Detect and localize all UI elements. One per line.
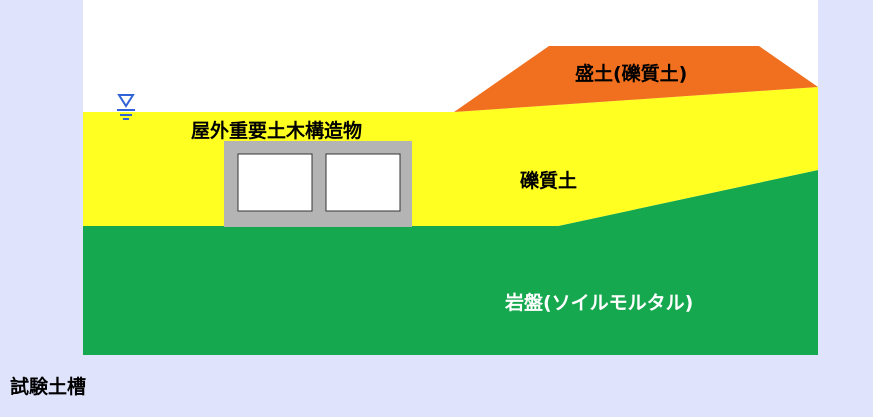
bedrock-layer xyxy=(83,170,818,355)
structure-label: 屋外重要土木構造物 xyxy=(191,119,362,142)
embankment-label: 盛土(礫質土) xyxy=(575,62,687,85)
soil-tank-label: 試験土槽 xyxy=(10,375,86,398)
culvert-cell-right xyxy=(325,153,401,212)
bedrock-label: 岩盤(ソイルモルタル) xyxy=(504,291,693,314)
gravel-soil-label: 礫質土 xyxy=(520,169,577,192)
box-culvert-structure xyxy=(224,141,412,227)
culvert-cell-left xyxy=(237,153,313,212)
embankment-layer xyxy=(454,46,818,112)
water-level-icon xyxy=(117,94,135,120)
